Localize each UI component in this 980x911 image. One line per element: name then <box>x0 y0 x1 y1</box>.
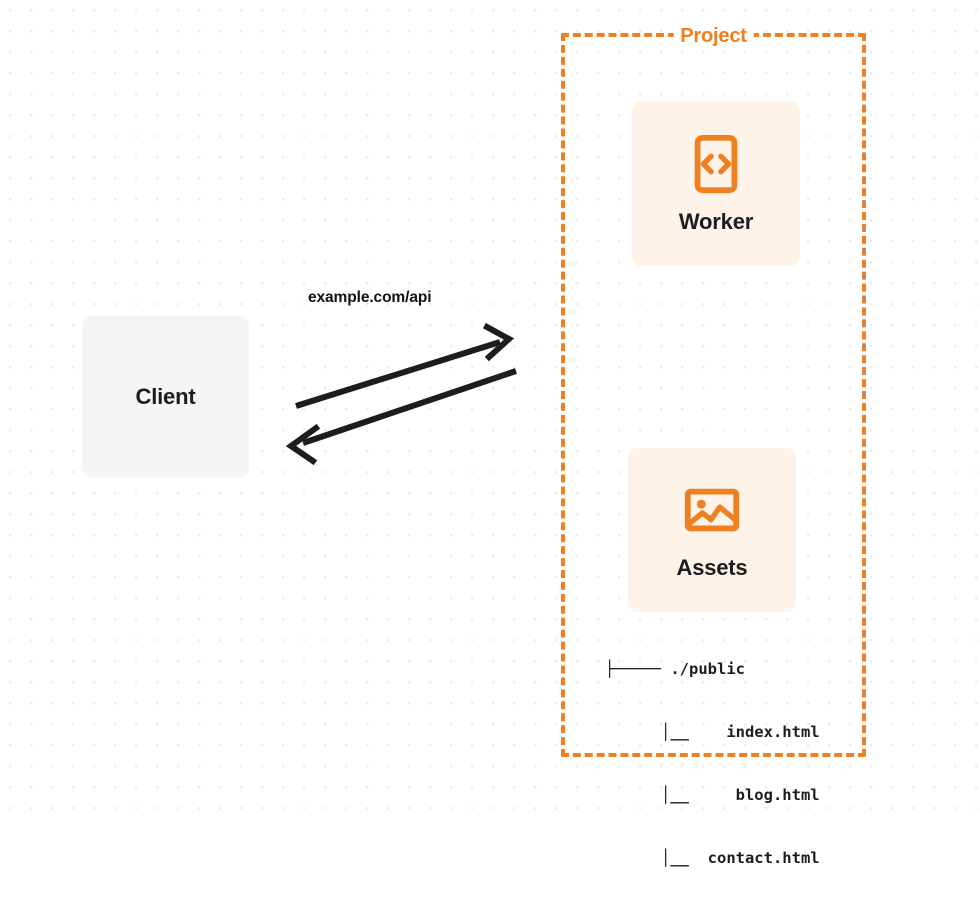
worker-label: Worker <box>678 208 754 234</box>
response-arrow <box>285 368 517 466</box>
request-arrow <box>295 322 515 409</box>
project-container: Project <box>561 25 866 757</box>
file-tree-row-root: ├───── ./public <box>605 660 745 678</box>
client-label: Client <box>135 383 196 409</box>
client-node[interactable]: Client <box>82 316 249 477</box>
worker-node[interactable]: Worker <box>632 101 800 266</box>
diagram-canvas: Client example.com/api Project Worker <box>0 0 980 867</box>
image-picture-icon <box>684 488 740 532</box>
connection-label: example.com/api <box>308 289 432 306</box>
file-tree-row-contact: │__ contact.html <box>605 849 820 867</box>
file-tree-row-blog: │__ blog.html <box>605 786 820 804</box>
code-brackets-icon <box>694 134 738 193</box>
file-tree-row-index: │__ index.html <box>605 723 820 741</box>
assets-node[interactable]: Assets <box>628 448 796 612</box>
assets-label: Assets <box>676 555 748 580</box>
project-title: Project <box>673 25 754 48</box>
assets-file-tree: ├───── ./public │__ index.html │__ blog.… <box>605 617 820 911</box>
